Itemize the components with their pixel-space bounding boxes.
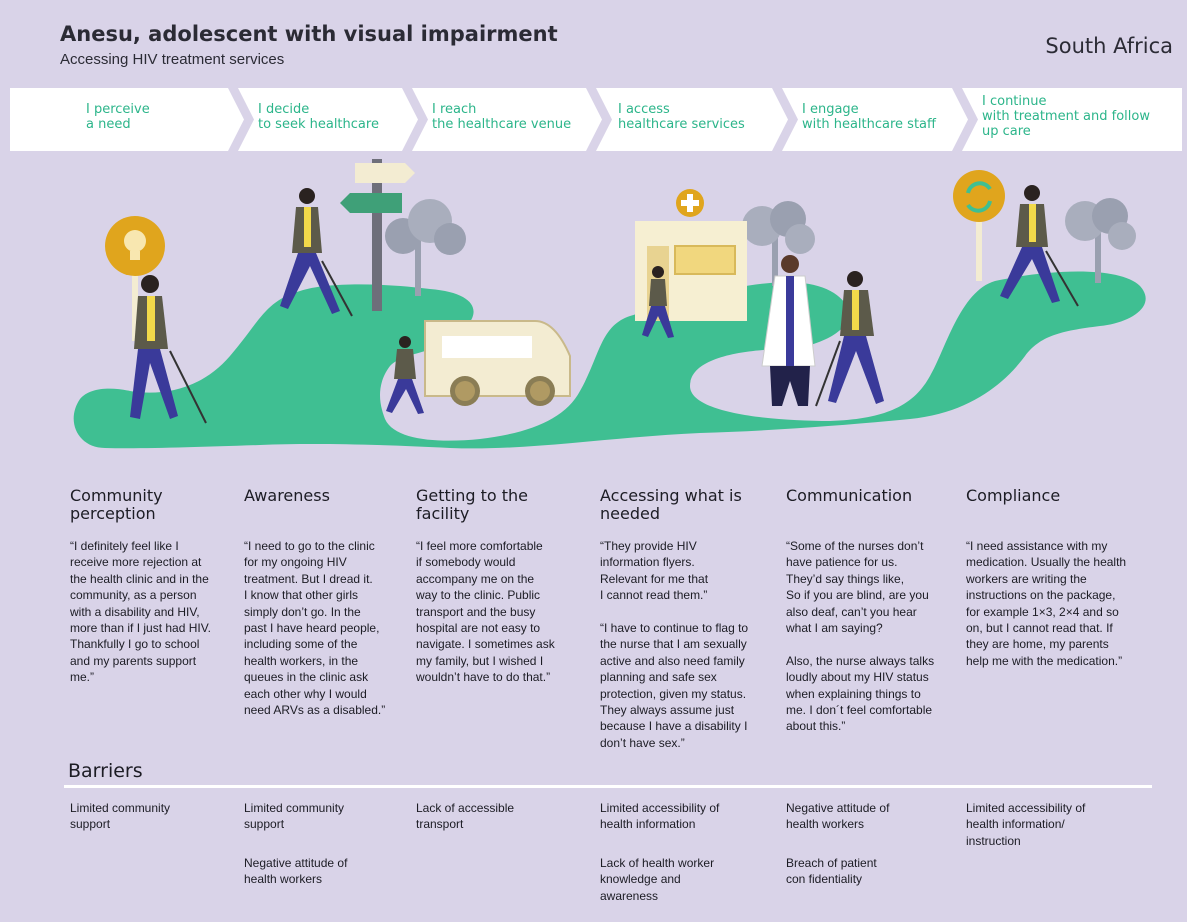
country-label: South Africa [1045, 34, 1173, 58]
signpost-icon [340, 159, 415, 311]
page-subtitle: Accessing HIV treatment services [60, 51, 285, 68]
barrier-line: Limited community [244, 801, 345, 815]
barrier-line: health information/ [966, 817, 1065, 832]
step-label: healthcare services [618, 117, 745, 132]
quote-communication: “Some of the nurses don’t have patience … [786, 539, 935, 734]
heading-line: Awareness [244, 486, 330, 505]
heading-line: Communication [786, 486, 913, 505]
barrier-line: knowledge and [600, 872, 681, 887]
step-label: I engage [802, 102, 859, 117]
barrier-line: Limited accessibility of [966, 801, 1086, 815]
journey-illustration [73, 159, 1146, 449]
barrier-item: Limited accessibility of health informati… [966, 800, 1085, 849]
step-label: I access [618, 102, 670, 117]
heading-line: Getting to the [416, 486, 529, 505]
heading-line: needed [600, 504, 660, 523]
barrier-item: Limited community support [70, 800, 170, 833]
quote-compliance: “I need assistance with my medication. U… [966, 539, 1127, 668]
step-label: a need [86, 117, 131, 132]
quote-getting-to-facility: “I feel more comfortable if somebody wou… [416, 539, 555, 685]
barrier-line: Lack of accessible [416, 801, 515, 815]
step-label: I continue [982, 94, 1047, 109]
barrier-line: Negative attitude of [244, 856, 348, 870]
barrier-line: support [70, 817, 111, 832]
step-label: I reach [432, 102, 477, 117]
step-label: the healthcare venue [432, 117, 572, 132]
barrier-item: Negative attitude of health workers [786, 800, 889, 833]
lightbulb-icon [105, 216, 165, 341]
step-label: with treatment and follow [982, 109, 1150, 124]
chevron-divider-icon [228, 88, 254, 151]
van-icon [424, 320, 571, 406]
barrier-line: health workers [786, 817, 865, 832]
chevron-divider-icon [402, 88, 428, 151]
anesu-figure [386, 336, 424, 414]
heading-line: Community [70, 486, 163, 505]
heading-line: facility [416, 504, 470, 523]
barrier-line: awareness [600, 888, 659, 903]
step-label: I decide [258, 102, 310, 117]
step-label: with healthcare staff [802, 117, 936, 132]
quote-accessing-needed: “They provide HIV information flyers. Re… [600, 539, 749, 750]
tree-icon [1065, 198, 1136, 283]
barrier-line: Breach of patient [786, 856, 877, 870]
heading-line: Accessing what is [600, 486, 742, 505]
anesu-figure [642, 266, 674, 338]
barriers-divider [64, 785, 1152, 788]
barrier-line: support [244, 817, 285, 832]
barriers-heading: Barriers [68, 760, 143, 782]
refresh-arrows-icon [953, 170, 1005, 281]
barrier-line: instruction [966, 833, 1021, 848]
tree-icon [385, 199, 466, 296]
health-worker-figure [761, 255, 816, 406]
barrier-item: Limited community support [244, 800, 344, 833]
chevron-divider-icon [772, 88, 798, 151]
journey-path [73, 271, 1146, 449]
heading-line: perception [70, 504, 156, 523]
barrier-line: transport [416, 817, 464, 832]
chevron-divider-icon [952, 88, 978, 151]
step-label: up care [982, 124, 1031, 139]
anesu-figure [815, 271, 884, 407]
barrier-item: Limited accessibility of health informati… [600, 800, 719, 833]
page-title: Anesu, adolescent with visual impairment [60, 22, 558, 46]
barrier-line: Negative attitude of [786, 801, 890, 815]
anesu-figure [130, 275, 207, 424]
step-label: I perceive [86, 102, 150, 117]
heading-communication: Communication [786, 487, 912, 505]
medical-cross-icon [676, 189, 704, 217]
barrier-line: Limited community [70, 801, 171, 815]
barrier-line: Limited accessibility of [600, 801, 720, 815]
barrier-line: Lack of health worker [600, 856, 715, 870]
anesu-figure [1000, 185, 1079, 307]
heading-compliance: Compliance [966, 487, 1060, 505]
barrier-line: con fidentiality [786, 872, 863, 887]
barrier-line: health information [600, 817, 696, 832]
header [10, 10, 1182, 88]
heading-awareness: Awareness [244, 487, 330, 505]
tree-icon [742, 201, 815, 286]
anesu-figure [280, 188, 353, 317]
barrier-line: health workers [244, 872, 323, 887]
quote-awareness: “I need to go to the clinic for my ongoi… [244, 539, 386, 718]
chevron-divider-icon [586, 88, 612, 151]
barrier-item: Lack of accessible transport [416, 800, 514, 833]
quote-community-perception: “I definitely feel like I receive more r… [70, 539, 211, 685]
barrier-item: Negative attitude of health workers [244, 855, 347, 888]
step-label: to seek healthcare [258, 117, 379, 132]
heading-line: Compliance [966, 486, 1061, 505]
barrier-item: Breach of patient con fidentiality [786, 855, 877, 888]
